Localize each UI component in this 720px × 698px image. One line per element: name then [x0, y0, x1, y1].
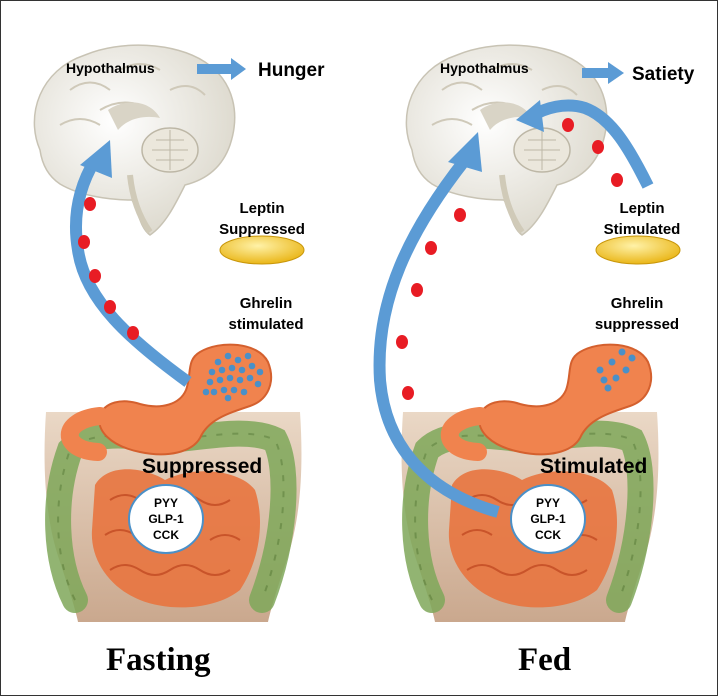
brain-icon: [405, 44, 608, 236]
hypothalamus-label: Hypothalmus: [66, 60, 155, 76]
leptin-label-name: Leptin: [619, 200, 665, 217]
state-label-satiety: Satiety: [632, 64, 695, 85]
curved-arrow-icon: [373, 132, 500, 518]
right-arrow-icon: [582, 62, 624, 84]
peptide-cck: CCK: [153, 528, 179, 542]
ghrelin-label-name: Ghrelin: [610, 295, 664, 312]
hormone-dots: [78, 197, 139, 340]
ghrelin-dots: [596, 348, 636, 392]
ghrelin-label: Ghrelin stimulated: [206, 293, 326, 335]
peptide-glp1: GLP-1: [148, 512, 184, 526]
leptin-label-status: Stimulated: [603, 221, 681, 238]
peptide-glp1: GLP-1: [530, 512, 566, 526]
ghrelin-dots: [202, 352, 264, 402]
right-arrow-icon: [197, 58, 246, 80]
state-label-hunger: Hunger: [258, 60, 325, 81]
gut-peptide-circle: [128, 484, 204, 554]
ghrelin-label-status: suppressed: [594, 316, 680, 333]
gut-peptide-circle: [510, 484, 586, 554]
curved-arrow-icon: [70, 140, 192, 387]
leptin-ellipse: [219, 235, 305, 265]
gut-peptide-list: PYY GLP-1 CCK: [131, 495, 201, 543]
stomach-icon: [60, 343, 273, 461]
ghrelin-label: Ghrelin suppressed: [572, 293, 702, 335]
leptin-ellipse: [595, 235, 681, 265]
leptin-label-name: Leptin: [239, 200, 285, 217]
stomach-icon: [440, 343, 653, 461]
gut-peptide-list: PYY GLP-1 CCK: [513, 495, 583, 543]
caption-fasting: Fasting: [106, 642, 211, 678]
leptin-label: Leptin Stimulated: [582, 198, 702, 240]
ghrelin-label-name: Ghrelin: [239, 295, 293, 312]
gut-hormone-status: Stimulated: [540, 455, 648, 478]
panel-fasting: [33, 44, 305, 622]
hormone-dots: [396, 118, 623, 400]
leptin-label-status: Suppressed: [219, 221, 305, 238]
peptide-pyy: PYY: [535, 496, 560, 510]
leptin-label: Leptin Suppressed: [197, 198, 327, 240]
peptide-pyy: PYY: [153, 496, 178, 510]
panel-fed: [373, 44, 681, 622]
ghrelin-label-status: stimulated: [228, 316, 304, 333]
curved-arrow-icon: [516, 99, 654, 189]
hypothalamus-label: Hypothalmus: [440, 60, 529, 76]
peptide-cck: CCK: [535, 528, 561, 542]
caption-fed: Fed: [518, 642, 572, 678]
gut-hormone-status: Suppressed: [142, 455, 263, 478]
